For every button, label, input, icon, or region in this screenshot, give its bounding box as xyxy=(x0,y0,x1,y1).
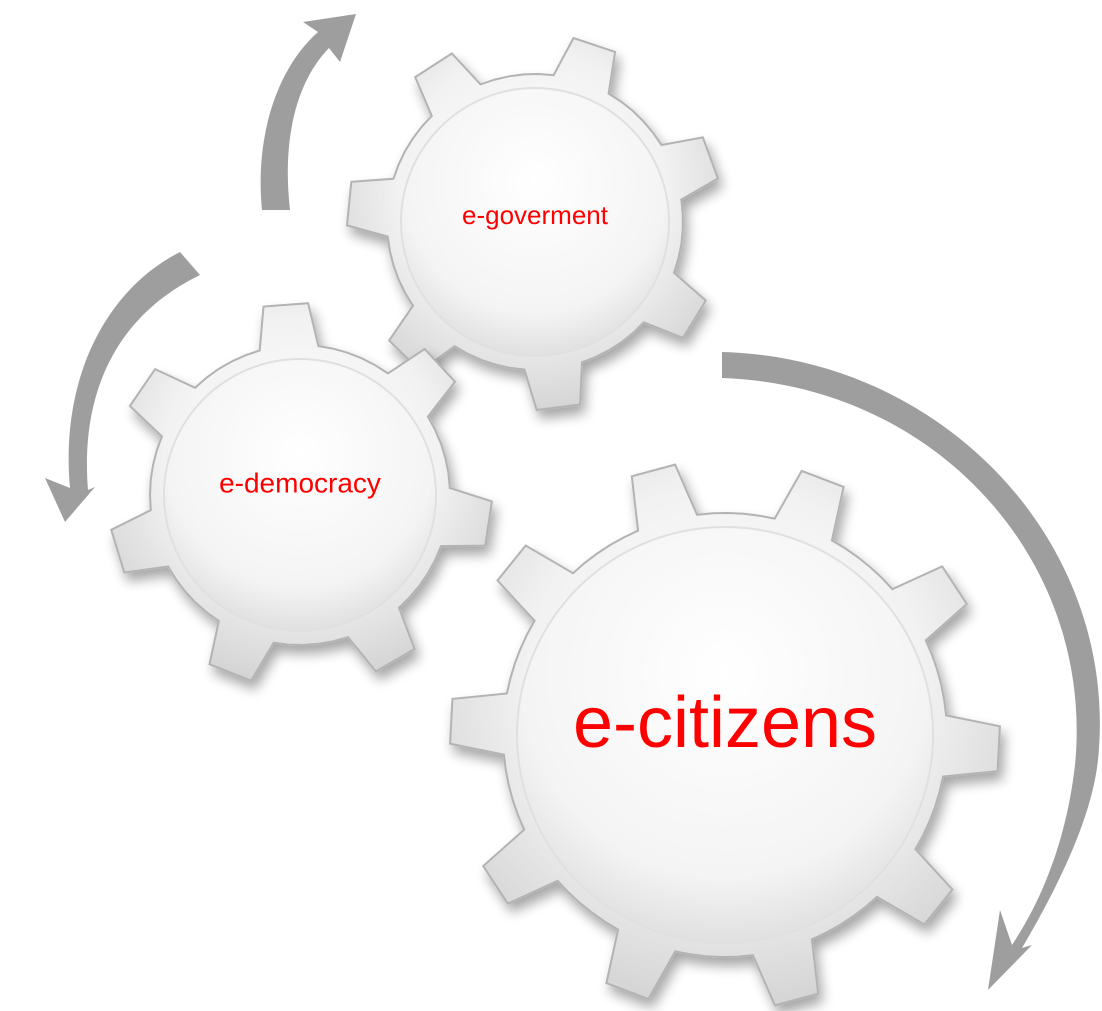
e-citizens-label: e-citizens xyxy=(573,683,877,763)
gears-group xyxy=(109,36,1001,1007)
right-arrow xyxy=(722,352,1100,990)
e-democracy-label: e-democracy xyxy=(219,467,381,498)
e-democracy-gear-hub xyxy=(163,358,437,632)
left-arrow xyxy=(45,252,200,522)
e-citizens-gear-hub xyxy=(516,526,934,944)
e-goverment-gear-hub xyxy=(400,87,670,357)
top-arrow xyxy=(260,14,356,210)
e-goverment-label: e-goverment xyxy=(462,200,609,230)
